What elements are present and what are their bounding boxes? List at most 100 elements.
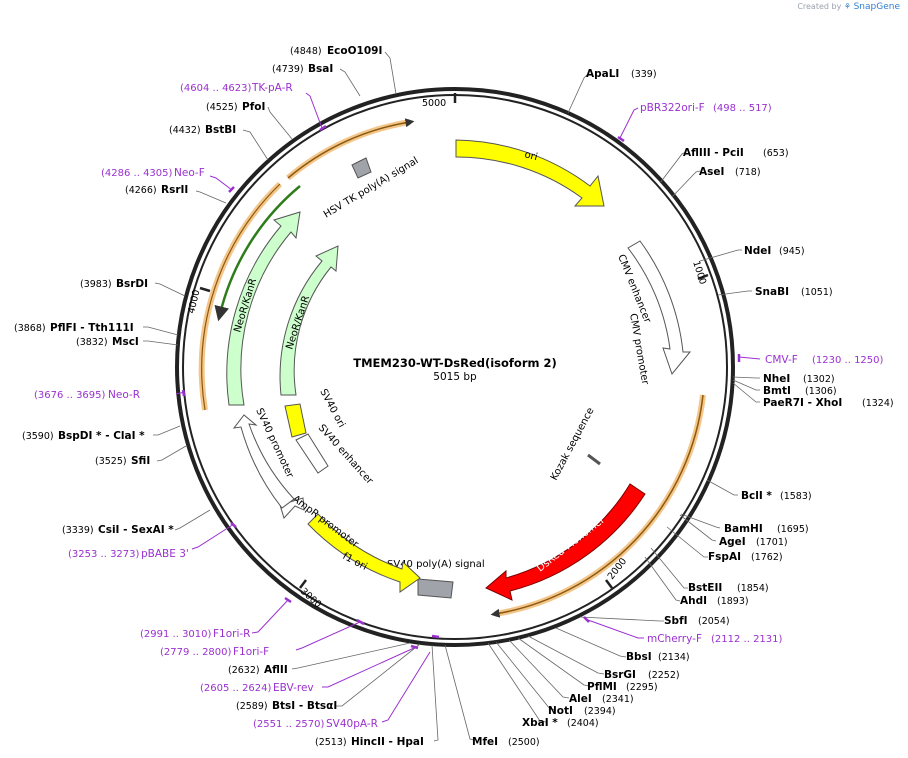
primer-mcherry-f: mCherry-F	[647, 633, 702, 645]
primer-f1ori-r: F1ori-R	[213, 628, 250, 640]
enzyme-noti-pos: (2394)	[584, 706, 616, 717]
feature-dsred-arrow	[485, 483, 646, 601]
enzyme-pflfi-tth111i: PflFI - Tth111I	[50, 322, 134, 334]
enzyme-ndei: NdeI	[744, 245, 771, 257]
enzyme-pfoi-pos: (4525)	[206, 102, 238, 113]
primer-neo-r-range: (3676 .. 3695)	[34, 390, 106, 401]
enzyme-noti: NotI	[548, 705, 573, 717]
enzyme-snabi-pos: (1051)	[801, 287, 833, 298]
enzyme-ecoo109i: EcoO109I	[327, 45, 382, 57]
primer-neo-r: Neo-R	[108, 389, 140, 401]
primer-neo-f-range: (4286 .. 4305)	[101, 168, 173, 179]
enzyme-sfii: SfiI	[131, 455, 150, 467]
feature-kozak-mark	[587, 453, 601, 466]
enzyme-leader-lines	[143, 51, 760, 742]
enzyme-sbfi-pos: (2054)	[698, 616, 730, 627]
feature-neor-outer-arrow	[226, 211, 301, 406]
enzyme-bsrdi-pos: (3983)	[80, 279, 112, 290]
enzyme-asei: AseI	[699, 166, 724, 178]
enzyme-ecoo109i-pos: (4848)	[290, 46, 322, 57]
primer-cmv-f: CMV-F	[765, 354, 798, 366]
enzyme-labels-left: (4848) EcoO109I (4739) BsaI (4525) PfoI …	[14, 45, 424, 748]
enzyme-btsi-btsai: BtsI - BtsαI	[272, 700, 337, 712]
feature-hsv-tk-polya-label: HSV TK poly(A) signal	[322, 155, 420, 220]
enzyme-mfei-pos: (2500)	[508, 737, 540, 748]
enzyme-rsrii-pos: (4266)	[125, 185, 157, 196]
feature-sv40-enhancer-block	[295, 433, 329, 474]
enzyme-bcli-pos: (1583)	[780, 491, 812, 502]
enzyme-bstbi-pos: (4432)	[169, 125, 201, 136]
enzyme-bbsi: BbsI	[626, 651, 652, 663]
backbone-outer	[175, 87, 735, 647]
enzyme-bsteii-pos: (1854)	[737, 583, 769, 594]
primer-labels: (4604 .. 4623) TK-pA-R (4286 .. 4305) Ne…	[34, 82, 884, 730]
credit-brand: SnapGene	[853, 2, 900, 12]
tick-marks	[199, 93, 709, 589]
enzyme-xbai: XbaI *	[522, 717, 558, 729]
feature-neor-inner-arrow	[279, 245, 339, 396]
enzyme-fspai: FspAI	[708, 551, 741, 563]
primer-sv40pa-r-range: (2551 .. 2570)	[253, 719, 325, 730]
enzyme-alei: AleI	[569, 693, 592, 705]
enzyme-bsrdi: BsrDI	[116, 278, 148, 290]
enzyme-pflmi: PflMI	[587, 681, 617, 693]
primer-pbr322ori-f-range: (498 .. 517)	[713, 103, 772, 114]
credit-prefix: Created by	[797, 2, 842, 11]
enzyme-hincii-pos: (2513)	[315, 737, 347, 748]
feature-sv40-polya-label: SV40 poly(A) signal	[387, 559, 485, 570]
enzyme-bbsi-pos: (2134)	[658, 652, 690, 663]
primer-neo-f: Neo-F	[174, 167, 205, 179]
enzyme-bmti: BmtI	[763, 385, 791, 397]
feature-ori-arrow	[455, 139, 605, 207]
primer-tk-pa-r-range: (4604 .. 4623)	[180, 83, 252, 94]
enzyme-agei-pos: (1701)	[756, 537, 788, 548]
feature-sv40-promoter-arrow	[232, 414, 295, 509]
primer-ebv-rev: EBV-rev	[273, 682, 314, 694]
primer-sv40pa-r: SV40pA-R	[326, 718, 378, 730]
tick-label-4000: 4000	[186, 289, 202, 315]
enzyme-msci-pos: (3832)	[76, 337, 108, 348]
enzyme-agei: AgeI	[719, 536, 746, 548]
enzyme-bsai-pos: (4739)	[272, 64, 304, 75]
enzyme-aflii: AflII	[264, 664, 288, 676]
enzyme-snabi: SnaBI	[755, 286, 789, 298]
primer-pbabe3: pBABE 3'	[141, 548, 189, 560]
enzyme-bspdi-pos: (3590)	[22, 431, 54, 442]
primer-ebv-rev-range: (2605 .. 2624)	[200, 683, 272, 694]
snapgene-logo-icon: ⚘	[843, 2, 852, 11]
primer-leader-lines	[175, 92, 761, 723]
feature-kozak-label: Kozak sequence	[549, 406, 597, 482]
enzyme-bamhi: BamHI	[724, 523, 763, 535]
primer-pbabe3-range: (3253 .. 3273)	[68, 549, 140, 560]
enzyme-bmti-pos: (1306)	[805, 386, 837, 397]
feature-f1ori-arrow	[307, 513, 421, 593]
enzyme-afliii-pos: (653)	[763, 148, 789, 159]
enzyme-bspdi-clai: BspDI * - ClaI *	[58, 430, 145, 442]
primer-f1ori-f-range: (2779 .. 2800)	[160, 647, 232, 658]
enzyme-pflfi-pos: (3868)	[14, 323, 46, 334]
enzyme-ndei-pos: (945)	[779, 246, 805, 257]
enzyme-bsrgi: BsrGI	[604, 669, 636, 681]
enzyme-bsai: BsaI	[308, 63, 333, 75]
enzyme-csii-sexai: CsiI - SexAI *	[98, 524, 174, 536]
enzyme-bstbi: BstBI	[205, 124, 236, 136]
primer-ticks	[181, 124, 741, 650]
enzyme-hincii-hpai: HincII - HpaI	[351, 736, 424, 748]
enzyme-csii-pos: (3339)	[62, 525, 94, 536]
primer-f1ori-f: F1ori-F	[233, 646, 269, 658]
enzyme-bamhi-pos: (1695)	[777, 524, 809, 535]
enzyme-paer7i-xhoi: PaeR7I - XhoI	[763, 397, 842, 409]
enzyme-apali-pos: (339)	[631, 69, 657, 80]
enzyme-sfii-pos: (3525)	[95, 456, 127, 467]
enzyme-pfoi: PfoI	[242, 101, 265, 113]
tick-label-1000: 1000	[690, 260, 708, 286]
enzyme-ahdi-pos: (1893)	[717, 596, 749, 607]
enzyme-afliii-pcii: AflIII - PciI	[683, 147, 744, 159]
primer-f1ori-r-range: (2991 .. 3010)	[140, 629, 212, 640]
enzyme-sbfi: SbfI	[664, 615, 688, 627]
enzyme-nhei-pos: (1302)	[803, 374, 835, 385]
enzyme-pflmi-pos: (2295)	[626, 682, 658, 693]
feature-sv40-enhancer-label: SV40 enhancer	[316, 423, 376, 488]
enzyme-apali: ApaLI	[586, 68, 619, 80]
